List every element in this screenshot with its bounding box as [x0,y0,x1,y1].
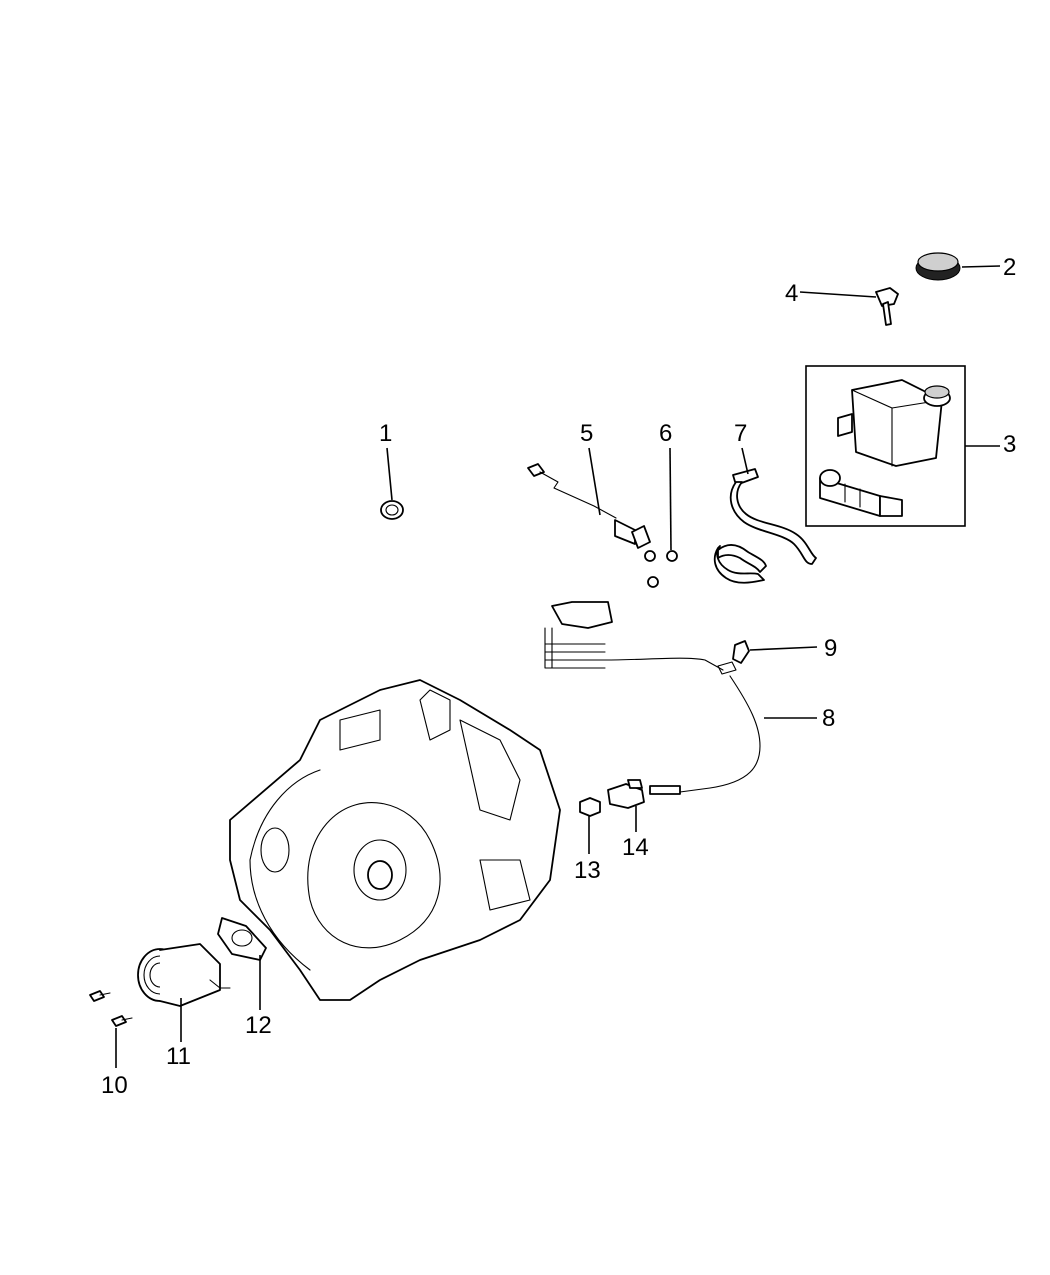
callout-4: 4 [785,280,798,307]
callout-2: 2 [1003,254,1016,281]
callout-12: 12 [245,1012,272,1039]
transmission-case [229,679,561,1001]
part-6-nut [666,447,678,562]
part-1-grommet [380,447,404,520]
callout-3: 3 [1003,431,1016,458]
part-11-slave-cylinder [137,943,231,1042]
callout-10: 10 [101,1072,128,1099]
part-8-hydraulic-line [544,601,817,795]
part-9-bleeder [732,640,818,664]
part-2-reservoir-cap [915,252,1001,281]
part-13-nut [579,797,601,854]
callout-5: 5 [580,420,593,447]
callout-1: 1 [379,420,392,447]
part-4-fitting [799,287,899,326]
callout-14: 14 [622,834,649,861]
callout-11: 11 [166,1043,191,1070]
callout-9: 9 [824,635,837,662]
part-5-sensor [527,447,659,588]
part-14-fitting [607,779,645,832]
part-12-seal-plate [217,917,267,1010]
part-10-bolts [89,990,133,1068]
callout-13: 13 [574,857,601,884]
callout-6: 6 [659,420,672,447]
part-3-master-cylinder-assembly [805,365,1000,527]
callout-8: 8 [822,705,835,732]
callout-7: 7 [734,420,747,447]
part-7-hose [713,447,817,584]
